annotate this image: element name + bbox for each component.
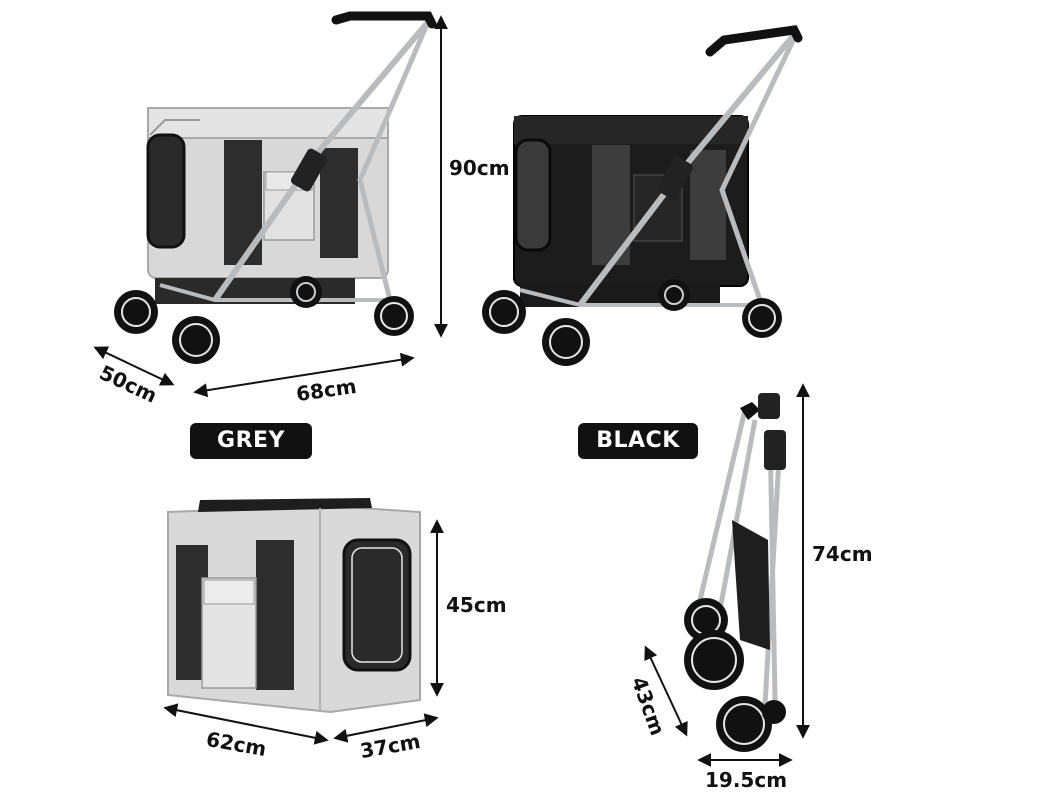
folded-width-label: 19.5cm <box>705 768 788 792</box>
carrier-height-label: 45cm <box>446 593 507 617</box>
folded-depth-dimension-line <box>644 645 688 737</box>
folded-stroller-image <box>684 393 786 752</box>
depth-dimension-line <box>93 346 175 386</box>
stroller-height-label: 90cm <box>449 156 510 180</box>
folded-height-label: 74cm <box>812 542 873 566</box>
black-stroller-image <box>482 25 803 366</box>
black-variant-label: BLACK <box>578 423 698 459</box>
carrier-box-image <box>167 498 421 714</box>
carrier-width-dimension-line <box>333 713 439 743</box>
length-dimension-line <box>193 352 415 398</box>
grey-variant-label: GREY <box>190 423 312 459</box>
carrier-length-dimension-line <box>163 703 329 745</box>
grey-stroller-image <box>114 11 437 364</box>
